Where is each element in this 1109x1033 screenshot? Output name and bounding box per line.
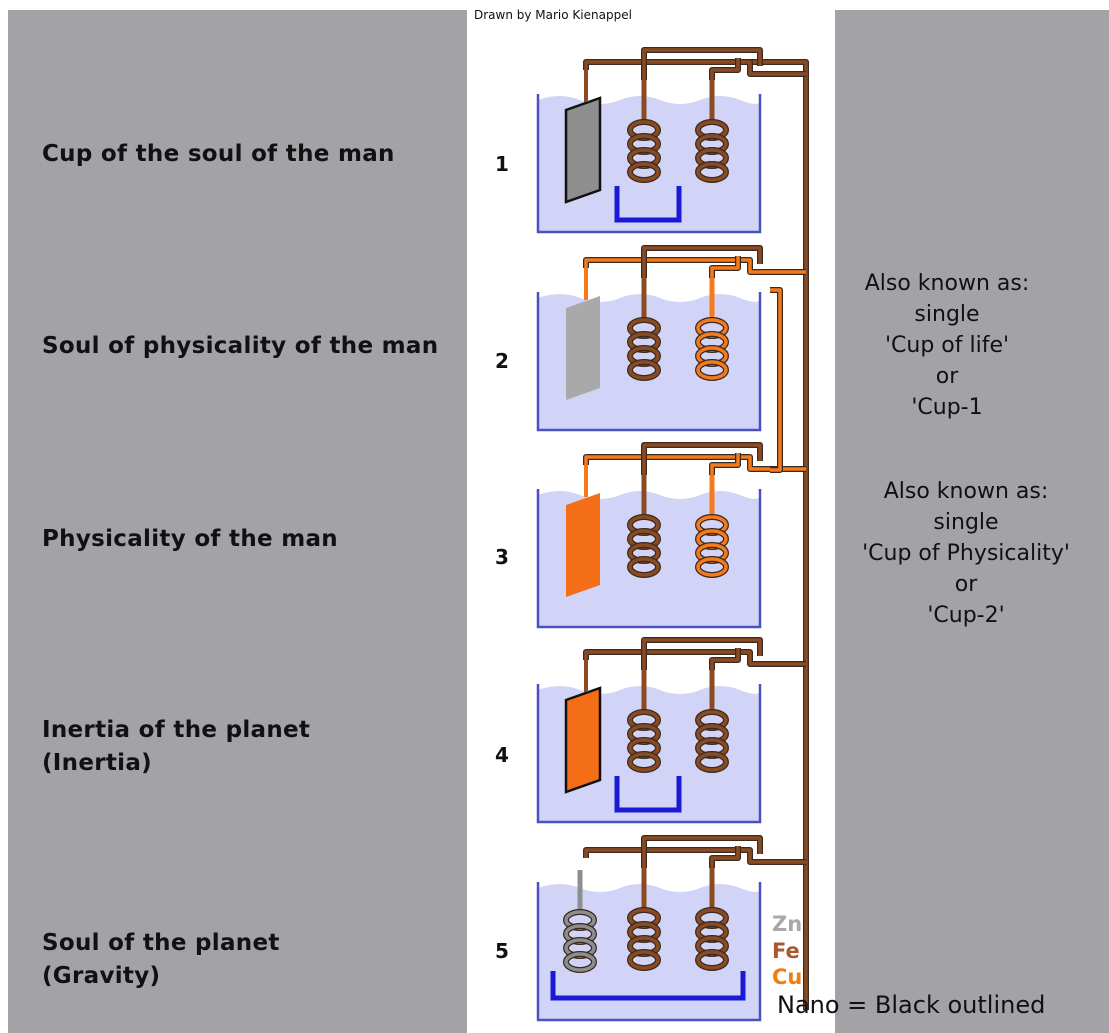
cup-2-label: Soul of physicality of the man <box>42 333 439 359</box>
note-heading: Also known as: <box>883 479 1049 504</box>
copper-coil-loop <box>696 360 728 380</box>
iron-coil <box>627 670 661 773</box>
legend-copper: Cu <box>772 965 803 989</box>
tank-outline <box>536 292 762 432</box>
main-trunk-wire <box>750 60 808 1010</box>
cup-of-life-note: Also known as: single 'Cup of life' or '… <box>812 268 1082 423</box>
coil-loop-wire <box>642 836 762 868</box>
top-loop-wire-outline <box>583 847 806 865</box>
short-loop-wire <box>710 256 740 278</box>
cup-1-number: 1 <box>495 152 509 176</box>
coil-loop-wire <box>642 246 762 278</box>
zinc-coil <box>563 870 597 973</box>
top-loop-wire <box>584 650 806 666</box>
right-note-panel <box>835 10 1109 1033</box>
electrode-plate <box>564 686 602 794</box>
cup-tanks <box>536 70 762 1022</box>
note-line: single <box>933 510 999 535</box>
cup-2-number: 2 <box>495 349 509 373</box>
tank-outline <box>536 684 762 824</box>
cup-tank-4 <box>536 660 762 824</box>
connecting-wires <box>583 47 809 1010</box>
coil-loop-wire <box>642 443 762 475</box>
nano-bridge <box>614 186 682 223</box>
cup-4-label: Inertia of the planet (Inertia) <box>42 717 311 776</box>
nano-bridge <box>614 776 682 813</box>
note-line: or <box>935 364 959 389</box>
nano-bridge <box>550 971 746 1001</box>
iron-coil-loop <box>696 950 728 970</box>
legend-iron: Fe <box>772 939 800 963</box>
zinc-coil-loop <box>564 952 596 972</box>
iron-coil <box>695 670 729 773</box>
short-loop-wire <box>710 453 740 475</box>
top-loop-wire <box>584 258 806 274</box>
author-credit: Drawn by Mario Kienappel <box>474 8 632 22</box>
note-line: 'Cup of Physicality' <box>862 541 1070 566</box>
tank-outline <box>536 882 762 1022</box>
short-loop-wire <box>710 58 740 80</box>
iron-coil-loop <box>628 557 660 577</box>
iron-coil-loop <box>628 752 660 772</box>
note-line: single <box>914 302 980 327</box>
cup-of-physicality-note: Also known as: single 'Cup of Physicalit… <box>831 476 1101 631</box>
tank-outline <box>536 94 762 234</box>
left-label-panel <box>8 10 467 1033</box>
top-loop-wire <box>584 848 806 864</box>
iron-coil-loop <box>696 162 728 182</box>
electrode-plate <box>564 96 602 204</box>
nano-legend-note: Nano = Black outlined <box>777 991 1046 1019</box>
iron-coil <box>627 278 661 381</box>
top-loop-wire-outline <box>583 257 806 275</box>
cup-tank-3 <box>536 465 762 629</box>
electrode-plate <box>566 493 600 597</box>
short-loop-wire <box>710 846 740 868</box>
cup-tank-5 <box>536 868 762 1022</box>
note-heading: Also known as: <box>864 271 1030 296</box>
cup-tank-1 <box>536 70 762 234</box>
copper-coil <box>695 278 729 381</box>
cup-4-number: 4 <box>495 743 509 767</box>
iron-coil-loop <box>628 360 660 380</box>
cup-5-label: Soul of the planet (Gravity) <box>42 930 280 989</box>
top-loop-wire <box>584 455 806 471</box>
iron-coil <box>627 80 661 183</box>
coil-loop-wire <box>642 638 762 670</box>
cup-3-label: Physicality of the man <box>42 526 338 552</box>
cup-5-number: 5 <box>495 939 509 963</box>
legend-zinc: Zn <box>772 912 803 936</box>
iron-coil <box>695 80 729 183</box>
iron-coil-loop <box>628 162 660 182</box>
tank-outline <box>536 489 762 629</box>
coil-loop-wire <box>642 48 762 80</box>
top-loop-wire-outline <box>583 649 806 667</box>
short-loop-wire <box>710 648 740 670</box>
copper-coil <box>695 475 729 578</box>
electrode-plate <box>566 296 600 400</box>
iron-coil <box>627 475 661 578</box>
iron-coil-loop <box>696 752 728 772</box>
iron-coil-loop <box>628 950 660 970</box>
note-line: 'Cup of life' <box>884 333 1010 358</box>
cup-tank-2 <box>536 268 762 432</box>
note-line: 'Cup-2' <box>927 603 1005 628</box>
cup-2-3-link-wire <box>770 288 782 472</box>
note-line: or <box>954 572 978 597</box>
cup-1-label: Cup of the soul of the man <box>42 141 395 167</box>
iron-coil <box>627 868 661 971</box>
copper-coil-loop <box>696 557 728 577</box>
cup-3-number: 3 <box>495 545 509 569</box>
top-loop-wire <box>584 60 806 76</box>
iron-coil <box>695 868 729 971</box>
note-line: 'Cup-1 <box>911 395 983 420</box>
